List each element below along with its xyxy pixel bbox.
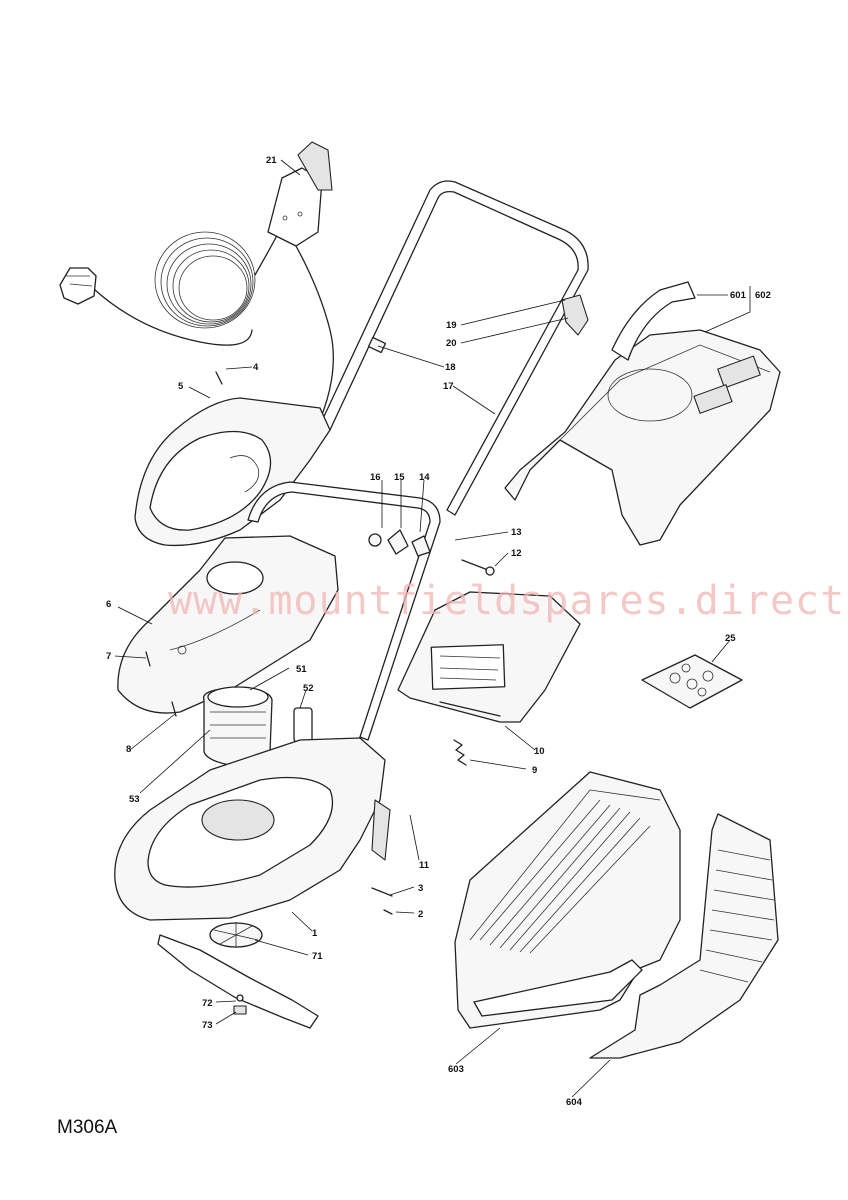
callout-72: 72 (202, 998, 213, 1009)
hardware-bag (641, 654, 743, 709)
callout-21: 21 (266, 155, 277, 166)
callout-604: 604 (566, 1097, 583, 1108)
callout-17: 17 (443, 381, 454, 392)
callout-25: 25 (725, 633, 736, 644)
rear-flap (397, 591, 581, 766)
watermark: www.mountfieldspares.direct (168, 578, 845, 624)
callout-20: 20 (446, 338, 457, 349)
grass-box-rear (454, 771, 681, 1029)
callout-labels: 21 4 5 16 15 14 19 20 18 17 601 602 13 1… (106, 155, 771, 1108)
callout-4: 4 (253, 362, 259, 373)
blade-assembly (157, 922, 319, 1029)
callout-15: 15 (394, 472, 405, 483)
callout-11: 11 (419, 860, 430, 871)
cord-and-switch-box (59, 141, 334, 421)
grass-box-front (589, 813, 779, 1059)
callout-16: 16 (370, 472, 381, 483)
callout-603: 603 (448, 1064, 464, 1075)
lower-handle (247, 481, 495, 741)
callout-8: 8 (126, 744, 131, 755)
upper-cover (504, 281, 781, 546)
mower-deck (114, 737, 393, 921)
callout-73: 73 (202, 1020, 213, 1031)
callout-7: 7 (106, 651, 111, 662)
callout-53: 53 (129, 794, 140, 805)
callout-52: 52 (303, 683, 314, 694)
callout-9: 9 (532, 765, 537, 776)
leader-lines (114, 159, 751, 1098)
callout-18: 18 (445, 362, 456, 373)
callout-2: 2 (418, 909, 423, 920)
callout-1: 1 (312, 928, 318, 939)
callout-5: 5 (178, 381, 184, 392)
callout-602: 602 (755, 290, 771, 301)
deck-hood (117, 535, 339, 714)
callout-14: 14 (419, 472, 430, 483)
callout-10: 10 (534, 746, 545, 757)
upper-handle (319, 180, 589, 516)
callout-51: 51 (296, 664, 307, 675)
motor-cover (134, 371, 331, 547)
callout-3: 3 (418, 883, 423, 894)
diagram-code: M306A (57, 1117, 118, 1138)
callout-601: 601 (730, 290, 747, 301)
callout-19: 19 (446, 320, 457, 331)
callout-71: 71 (312, 951, 323, 962)
callout-12: 12 (511, 548, 522, 559)
callout-13: 13 (511, 527, 522, 538)
motor-assembly (171, 686, 313, 767)
callout-6: 6 (106, 599, 111, 610)
